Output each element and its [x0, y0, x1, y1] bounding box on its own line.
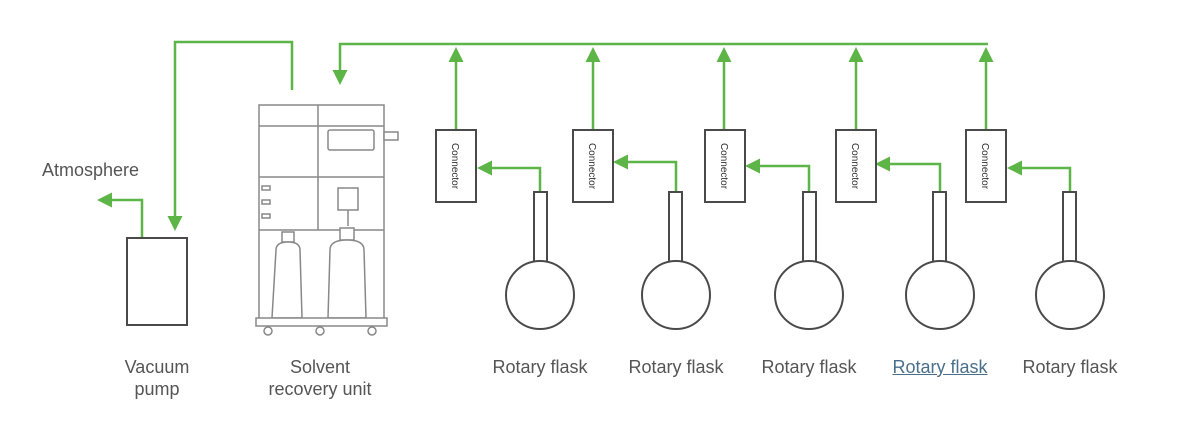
rotary-flask-4: [905, 191, 975, 330]
recovery-to-pump-line: [167, 40, 294, 231]
connector-1: [435, 129, 477, 203]
flask-2-line: [613, 154, 678, 192]
rotary-flask-3: [774, 191, 844, 330]
header-line: [332, 42, 988, 85]
connector-5-label: Connector: [979, 143, 990, 190]
rotary-flasks: [505, 191, 1105, 330]
flask-1-line: [477, 160, 542, 192]
rotary-flask-3-label: Rotary flask: [761, 357, 857, 377]
flask-5-line: [1007, 160, 1072, 192]
rotary-flask-1-label: Rotary flask: [492, 357, 588, 377]
connector-2: [572, 129, 614, 203]
vacuum-pump-box: [126, 237, 188, 326]
connector-3: [704, 129, 746, 203]
rotary-flask-2-label: Rotary flask: [628, 357, 724, 377]
solvent-recovery-unit-illustration: [255, 104, 399, 336]
connector-3-label: Connector: [718, 143, 729, 190]
connector-1-label: Connector: [449, 143, 460, 190]
rotary-flask-5-label: Rotary flask: [1022, 357, 1118, 377]
vacuum-pump-label-line1: Vacuum: [124, 357, 190, 377]
rotary-flask-2: [641, 191, 711, 330]
connectors: [435, 129, 1007, 203]
vacuum-pump-label-line2: pump: [134, 379, 180, 399]
connector-4-label: Connector: [849, 143, 860, 190]
atmosphere-label: Atmosphere: [42, 160, 140, 180]
solvent-recovery-label-line2: recovery unit: [268, 379, 372, 399]
flask-4-line: [875, 156, 942, 192]
exhaust-line: [97, 192, 144, 238]
solvent-recovery-label-line1: Solvent: [289, 357, 351, 377]
rotary-flask-4-label[interactable]: Rotary flask: [892, 357, 988, 377]
connector-2-label: Connector: [586, 143, 597, 190]
connector-labels: Connector Connector Connector Connector …: [449, 143, 990, 190]
connector-4: [835, 129, 877, 203]
rotary-flask-5: [1035, 191, 1105, 330]
flask-3-line: [745, 158, 811, 192]
rotary-flask-1: [505, 191, 575, 330]
connector-5: [965, 129, 1007, 203]
flow-lines: [97, 40, 1072, 238]
